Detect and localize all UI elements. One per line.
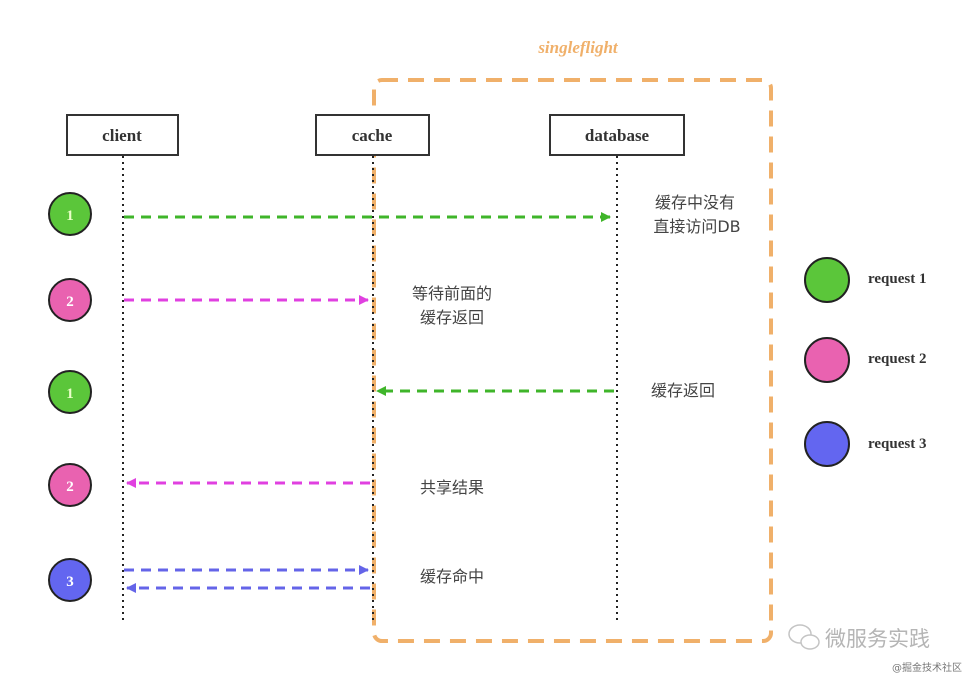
legend-item-request-2: request 2 <box>804 337 926 383</box>
note-step-4: 共享结果 <box>420 478 484 497</box>
note-step-2-line-1: 等待前面的 <box>412 284 492 303</box>
svg-text:2: 2 <box>66 479 74 495</box>
step-3-badge: 1 <box>48 370 92 414</box>
svg-text:1: 1 <box>66 208 74 224</box>
step-2-badge: 2 <box>48 278 92 322</box>
watermark-brand: 微服务实践 <box>825 627 930 651</box>
svg-text:2: 2 <box>66 294 74 310</box>
wechat-icon <box>788 624 820 650</box>
legend-item-request-1: request 1 <box>804 257 926 303</box>
note-step-1-line-2: 直接访问DB <box>653 217 740 236</box>
step-1-badge: 1 <box>48 192 92 236</box>
actor-cache-label: cache <box>352 126 393 145</box>
legend: request 1 request 2 request 3 <box>804 257 926 467</box>
note-step-5: 缓存命中 <box>420 567 484 586</box>
note-step-1-line-1: 缓存中没有 <box>655 193 735 212</box>
note-step-2-line-2: 缓存返回 <box>420 308 484 327</box>
singleflight-title: singleflight <box>537 38 619 57</box>
legend-label-request-2: request 2 <box>868 351 926 367</box>
note-step-3: 缓存返回 <box>651 381 715 400</box>
watermark-credit: @掘金技术社区 <box>892 661 962 674</box>
actor-database: database <box>549 114 685 156</box>
svg-text:3: 3 <box>66 574 74 590</box>
singleflight-group-border <box>372 78 773 643</box>
step-4-badge: 2 <box>48 463 92 507</box>
legend-label-request-1: request 1 <box>868 271 926 287</box>
actor-client: client <box>66 114 179 156</box>
legend-label-request-3: request 3 <box>868 436 926 452</box>
legend-item-request-3: request 3 <box>804 421 926 467</box>
svg-text:1: 1 <box>66 386 74 402</box>
actor-cache: cache <box>315 114 430 156</box>
actor-client-label: client <box>102 126 142 145</box>
step-5-badge: 3 <box>48 558 92 602</box>
actor-database-label: database <box>585 126 650 145</box>
watermark: 微服务实践 @掘金技术社区 <box>788 624 962 674</box>
